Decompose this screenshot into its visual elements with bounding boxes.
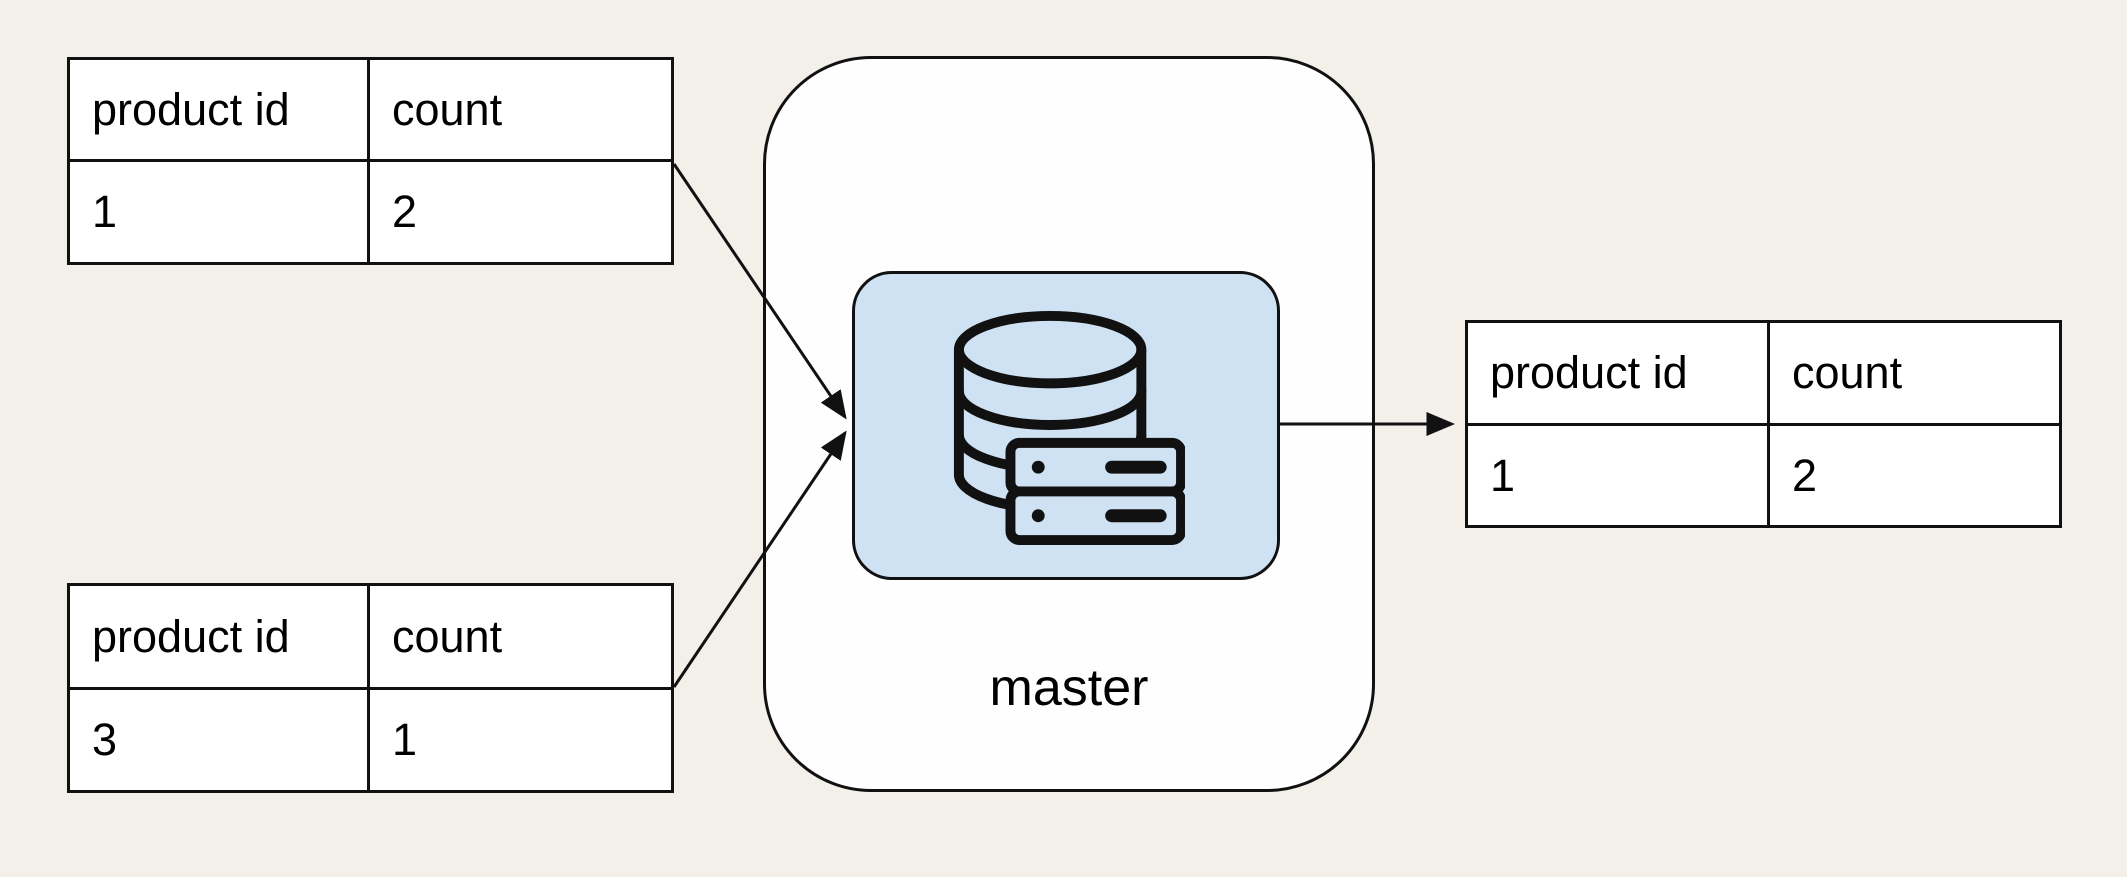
data-cell: 2 — [1767, 423, 2059, 525]
data-cell: 1 — [70, 159, 367, 262]
header-cell: count — [367, 60, 671, 159]
data-cell: 1 — [367, 687, 671, 790]
header-cell: product id — [92, 83, 290, 135]
input-table-2: product id count 3 1 — [67, 583, 674, 793]
input-table-1: product id count 1 2 — [67, 57, 674, 265]
header-cell: count — [367, 586, 671, 687]
output-table: product id count 1 2 — [1465, 320, 2062, 528]
database-server-icon — [947, 304, 1186, 548]
data-cell: 2 — [367, 159, 671, 262]
header-cell: count — [1767, 323, 2059, 423]
master-icon-box — [852, 271, 1280, 580]
data-cell: 3 — [70, 687, 367, 790]
data-cell: 1 — [1468, 423, 1767, 525]
header-cell: product id — [92, 610, 290, 662]
master-node-label: master — [989, 659, 1149, 717]
header-cell: product id — [1490, 347, 1688, 398]
